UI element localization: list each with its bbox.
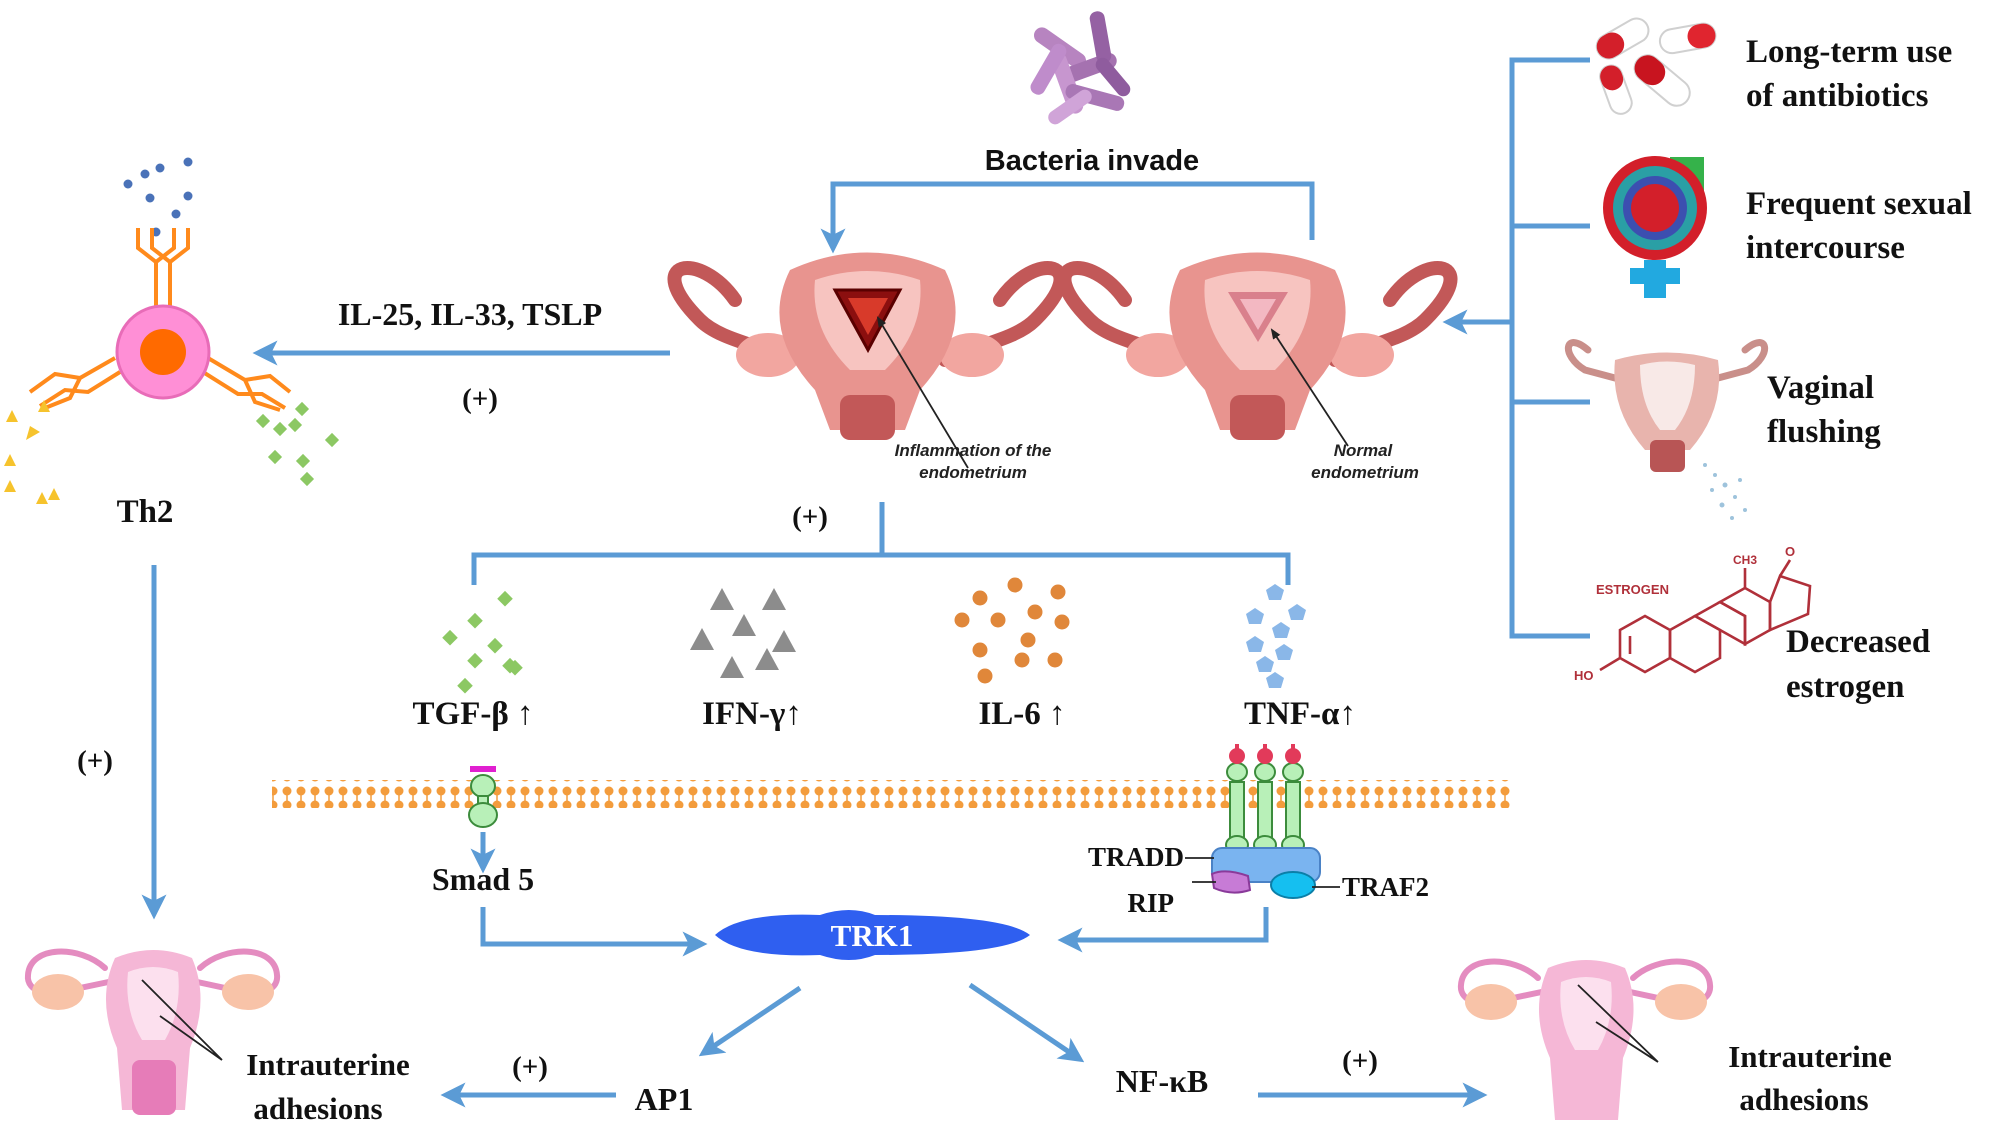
right-adhesion-pointer [1577,984,1659,1063]
nfkb-plus: (+) [1342,1045,1378,1077]
right-adhesion-line1: Intrauterine [1728,1039,1892,1074]
tradd-label: TRADD [1088,842,1184,872]
cytokine-tnf-alpha: TNF-α↑ [1244,696,1356,732]
ap1-label: AP1 [635,1081,694,1117]
tnf-complex-to-trk1-arrow [1057,907,1269,953]
ap1-plus: (+) [512,1051,548,1083]
inflamed-note-line2: endometrium [919,463,1027,482]
right-adhesion-uterus-illustration [1457,958,1714,1120]
risk-factor-bracket [1509,57,1590,639]
estrogen-molecule-icon [1599,559,1812,674]
risk-factor-3-line2: flushing [1767,414,1881,450]
risk-factor-1-line2: of antibiotics [1746,78,1929,114]
th2-cell-icon [4,157,340,504]
estrogen-methyl-label: CH3 [1733,553,1757,567]
tgf-beta-particles-icon [442,590,523,694]
traf2-label: TRAF2 [1342,872,1429,902]
cytokine-ifn-gamma: IFN-γ↑ [702,696,802,732]
cell-membrane [272,780,1512,808]
tnf-receptor-complex-icon [1210,744,1321,899]
trk1-to-nfkb-arrow [968,982,1085,1063]
trk1-label: TRK1 [831,918,914,953]
gender-symbol-icon [1603,156,1707,298]
normal-pointer-line [1270,328,1349,447]
bacteria-invade-arrow [820,181,1315,254]
left-adhesion-line1: Intrauterine [246,1047,410,1082]
risk-factor-2-line2: intercourse [1746,230,1905,266]
cytokine-bracket [471,552,1291,585]
cytokine-il-6: IL-6 ↑ [978,696,1065,732]
tnf-alpha-particles-icon [1246,584,1306,688]
estrogen-name-label: ESTROGEN [1596,582,1669,597]
smad-to-trk1-arrow [480,907,708,957]
risk-factor-3-line1: Vaginal [1767,370,1874,406]
left-adhesion-pointer [141,979,223,1061]
cytokine-branch-plus: (+) [792,501,828,533]
capsule-pills-icon [1595,17,1717,115]
trk1-shape [715,910,1030,960]
risk-factor-1-line1: Long-term use [1746,34,1952,70]
tgf-receptor-icon [468,766,498,828]
vaginal-flushing-icon [1565,339,1768,520]
th2-plus-down: (+) [77,745,113,777]
il-6-particles-icon [954,577,1070,684]
estrogen-ketone-label: O [1785,544,1795,559]
bacteria-cluster-icon [1030,11,1131,125]
th2-cytokines-label: IL-25, IL-33, TSLP [338,296,602,332]
ifn-gamma-particles-icon [690,588,796,678]
inflamed-pointer-line [876,316,969,469]
risk-factor-2-line1: Frequent sexual [1746,186,1972,222]
normal-note-line1: Normal [1334,441,1394,460]
inflamed-note-line1: Inflammation of the [895,441,1052,460]
right-adhesion-line2: adhesions [1739,1082,1868,1117]
normal-note-line2: endometrium [1311,463,1419,482]
risk-factor-4-line1: Decreased [1786,624,1930,660]
th2-plus-top: (+) [462,383,498,415]
bacteria-label: Bacteria invade [985,145,1199,177]
normal-uterus-illustration [1057,252,1458,440]
nfkb-label: NF-κB [1116,1063,1208,1099]
th2-label: Th2 [117,494,174,530]
left-adhesion-uterus-illustration [24,948,281,1115]
left-adhesion-line2: adhesions [253,1091,382,1126]
inflamed-uterus-illustration [667,252,1068,440]
trk1-to-ap1-arrow [698,985,802,1057]
risk-factor-4-line2: estrogen [1786,669,1905,705]
rip-label: RIP [1128,888,1175,918]
cytokine-tgf-beta: TGF-β ↑ [413,696,534,732]
estrogen-hydroxyl-label: HO [1574,668,1594,683]
smad5-label: Smad 5 [432,861,534,897]
